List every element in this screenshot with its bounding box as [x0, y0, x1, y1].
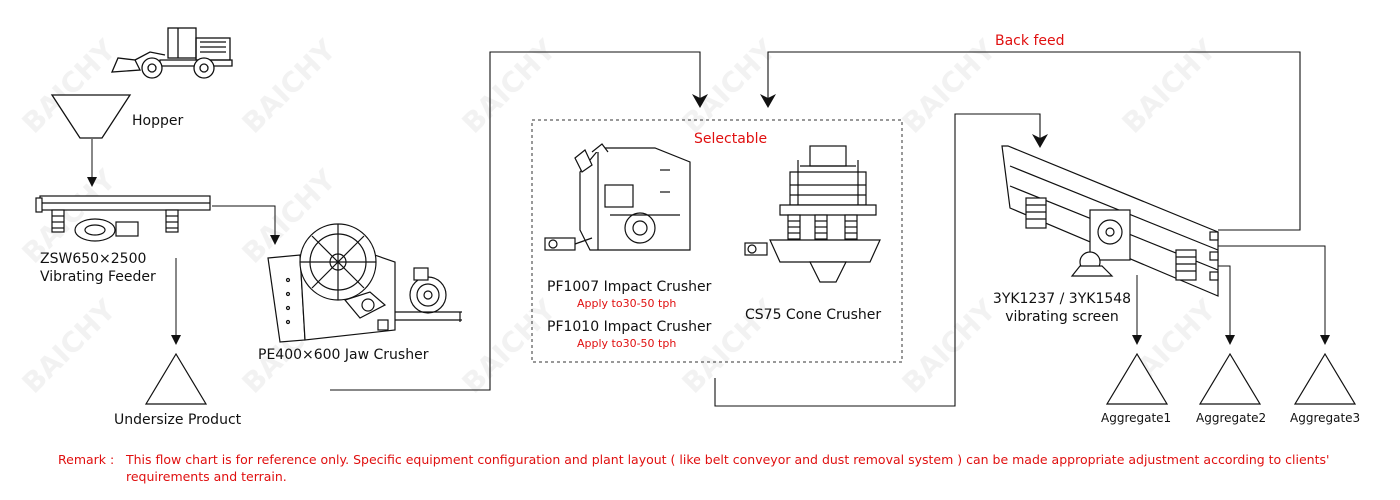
arrow-to-aggregate2 — [1218, 265, 1235, 345]
hopper-icon — [50, 94, 132, 139]
aggregate2-label: Aggregate2 — [1196, 411, 1267, 425]
arrow-back-feed — [760, 51, 1301, 231]
aggregate2-pile-icon — [1198, 352, 1262, 405]
impact2-capacity: Apply to30-50 tph — [577, 337, 677, 350]
remark-key: Remark : — [58, 452, 115, 467]
jaw-crusher-label: PE400×600 Jaw Crusher — [258, 347, 429, 363]
hopper-label: Hopper — [132, 113, 184, 129]
aggregate1-pile-icon — [1105, 352, 1169, 405]
cone-crusher-icon — [744, 145, 881, 283]
impact-crusher-icon — [544, 143, 691, 251]
vibrating-screen-icon — [1001, 145, 1219, 297]
remark-line1: This flow chart is for reference only. S… — [126, 452, 1330, 467]
feeder-name-label: Vibrating Feeder — [40, 269, 156, 285]
selectable-label: Selectable — [694, 131, 768, 147]
back-feed-label: Back feed — [995, 33, 1065, 49]
arrow-to-aggregate3 — [1218, 245, 1330, 345]
wheel-loader-icon — [110, 27, 233, 79]
arrow-feeder-to-jaw — [212, 205, 280, 245]
aggregate3-label: Aggregate3 — [1290, 411, 1361, 425]
remark-line2: requirements and terrain. — [126, 469, 287, 484]
impact1-label: PF1007 Impact Crusher — [547, 279, 712, 295]
arrow-secondary-to-screen — [714, 113, 1048, 407]
impact2-label: PF1010 Impact Crusher — [547, 319, 712, 335]
undersize-label: Undersize Product — [114, 412, 242, 428]
jaw-crusher-icon — [267, 223, 462, 343]
cone-crusher-label: CS75 Cone Crusher — [745, 307, 882, 323]
remark-note: Remark : This flow chart is for reference… — [58, 451, 1378, 485]
aggregate1-label: Aggregate1 — [1101, 411, 1172, 425]
feeder-model-label: ZSW650×2500 — [40, 251, 147, 267]
screen-name-label: vibrating screen — [1005, 309, 1119, 325]
aggregate3-pile-icon — [1293, 352, 1357, 405]
screen-model-label: 3YK1237 / 3YK1548 — [992, 291, 1132, 307]
undersize-pile-icon — [144, 352, 208, 405]
impact1-capacity: Apply to30-50 tph — [577, 297, 677, 310]
vibrating-feeder-icon — [35, 195, 211, 242]
arrow-jaw-to-secondary — [330, 51, 708, 391]
